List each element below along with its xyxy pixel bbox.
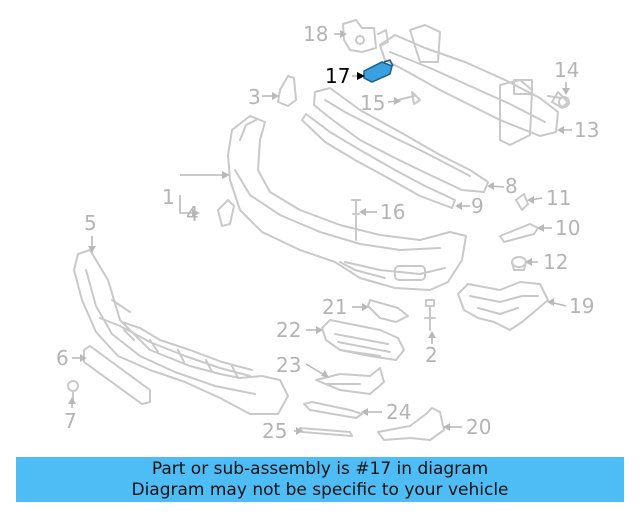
part-2-screw <box>424 299 436 331</box>
part-13-reinforcement-beam <box>379 24 559 146</box>
part-16-stud <box>351 199 361 241</box>
arrowheads <box>68 30 570 435</box>
part-12-cap <box>511 256 527 271</box>
callout-21: 21 <box>322 295 347 319</box>
callout-labels: 1 2 3 4 5 6 7 8 9 10 11 12 13 14 15 16 1… <box>56 22 599 443</box>
callout-23: 23 <box>276 353 301 377</box>
callout-10: 10 <box>555 216 580 240</box>
callout-2: 2 <box>425 343 438 367</box>
callout-4: 4 <box>186 202 199 226</box>
callout-17: 17 <box>325 64 350 88</box>
leader-lines <box>71 33 572 432</box>
callout-7: 7 <box>64 409 77 433</box>
part-10-reflector <box>499 223 539 243</box>
callout-9: 9 <box>471 194 484 218</box>
callout-12: 12 <box>543 250 568 274</box>
part-20-moulding <box>377 407 445 441</box>
part-7-bolt <box>67 380 79 401</box>
banner-line-1: Part or sub-assembly is #17 in diagram <box>151 459 489 479</box>
part-11-clip <box>515 193 529 211</box>
part-6-plate-bracket <box>83 345 151 405</box>
callout-22: 22 <box>276 318 301 342</box>
part-9-strip <box>301 113 456 209</box>
callout-20: 20 <box>466 415 491 439</box>
callout-16: 16 <box>380 200 405 224</box>
callout-19: 19 <box>569 294 594 318</box>
part-4-bracket <box>217 199 235 227</box>
part-25-strip <box>299 427 353 437</box>
callout-14: 14 <box>554 58 579 82</box>
banner-line-2: Diagram may not be specific to your vehi… <box>131 480 509 500</box>
callout-24: 24 <box>386 400 411 424</box>
callout-6: 6 <box>56 346 69 370</box>
callout-13: 13 <box>574 118 599 142</box>
parts-diagram: 1 2 3 4 5 6 7 8 9 10 11 12 13 14 15 16 1… <box>56 19 599 443</box>
part-5-lower-grille <box>73 249 289 415</box>
callout-18: 18 <box>303 22 328 46</box>
callout-11: 11 <box>546 186 571 210</box>
callout-15: 15 <box>360 91 385 115</box>
part-23-fog-trim <box>315 367 385 395</box>
callout-3: 3 <box>248 85 261 109</box>
info-banner: Part or sub-assembly is #17 in diagram D… <box>16 457 624 502</box>
callout-5: 5 <box>84 211 97 235</box>
part-15-bolt <box>397 91 421 105</box>
callout-1: 1 <box>162 185 175 209</box>
part-24-strip <box>303 401 363 419</box>
part-1-bumper-cover <box>227 115 467 291</box>
part-14-bolt <box>547 91 570 109</box>
part-8-absorber <box>313 87 489 193</box>
callout-8: 8 <box>505 174 518 198</box>
part-18-bracket <box>342 19 389 53</box>
part-19-side-bracket <box>457 281 549 331</box>
part-22-grille <box>321 319 405 361</box>
part-21-trim <box>367 299 409 323</box>
callout-25: 25 <box>262 419 287 443</box>
part-17-highlighted <box>363 59 394 83</box>
part-3-clip <box>277 75 297 107</box>
